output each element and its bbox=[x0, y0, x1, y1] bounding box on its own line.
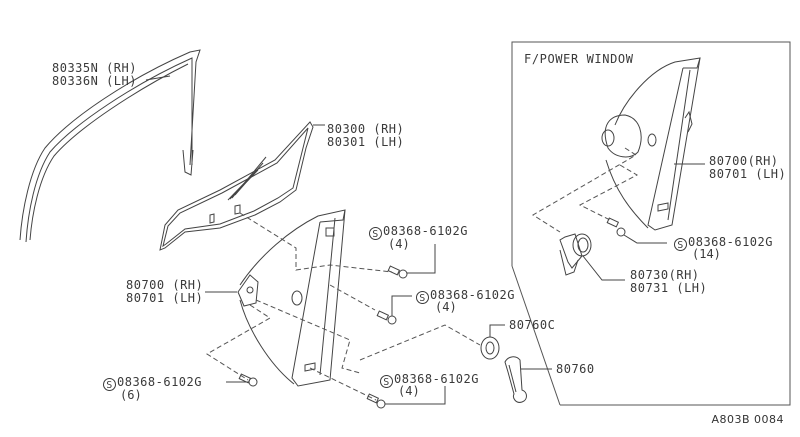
leader-line bbox=[490, 325, 505, 337]
leader-line bbox=[146, 76, 170, 80]
diagram-reference-code: A803B 0084 bbox=[711, 413, 784, 426]
sash-seal-label-lh: 80336N (LH) bbox=[52, 74, 137, 88]
bolt-c-qty: (6) bbox=[120, 388, 142, 402]
door-glass-label-rh: 80300 (RH) bbox=[327, 122, 405, 136]
inset-title: F/POWER WINDOW bbox=[524, 52, 634, 66]
leader-line bbox=[583, 256, 625, 280]
bolt-c-number: 08368-6102G bbox=[117, 375, 202, 389]
bolt-power-number: 08368-6102G bbox=[688, 235, 773, 249]
bolt-a-icon bbox=[388, 244, 435, 278]
power-regulator-part bbox=[602, 58, 705, 230]
bolt-b-qty: (4) bbox=[435, 300, 457, 314]
door-glass-label-lh: 80301 (LH) bbox=[327, 135, 405, 149]
bolt-b-number: 08368-6102G bbox=[430, 288, 515, 302]
power-regulator-label-rh: 80700(RH) bbox=[709, 154, 779, 168]
inset-frame bbox=[512, 42, 790, 405]
handle-part bbox=[505, 357, 552, 403]
bolt-a-qty: (4) bbox=[388, 237, 410, 251]
standard-part-symbol: S bbox=[103, 378, 116, 391]
escutcheon-label: 80760C bbox=[509, 318, 556, 332]
standard-part-symbol: S bbox=[416, 291, 429, 304]
bolt-a-number: 08368-6102G bbox=[383, 224, 468, 238]
door-glass-part bbox=[160, 122, 325, 250]
sash-seal-part bbox=[20, 50, 200, 242]
inset-assembly-lines bbox=[533, 148, 637, 232]
bolt-icons bbox=[226, 244, 445, 408]
assembly-lines bbox=[207, 213, 480, 400]
motor-part bbox=[560, 234, 625, 280]
bolt-d-qty: (4) bbox=[398, 384, 420, 398]
motor-label-rh: 80730(RH) bbox=[630, 268, 700, 282]
power-regulator-label-lh: 80701 (LH) bbox=[709, 167, 787, 181]
manual-regulator-part bbox=[205, 210, 345, 386]
inset-frame-diagonal bbox=[512, 266, 560, 405]
bolt-b-icon bbox=[377, 296, 412, 324]
escutcheon-part bbox=[481, 325, 505, 359]
bolt-power-icon bbox=[607, 218, 667, 243]
bolt-power-qty: (14) bbox=[692, 247, 721, 261]
bolt-d-number: 08368-6102G bbox=[394, 372, 479, 386]
bolt-c-icon bbox=[226, 374, 257, 386]
standard-part-symbol: S bbox=[380, 375, 393, 388]
sash-seal-label-rh: 80335N (RH) bbox=[52, 61, 137, 75]
bolt-d-icon bbox=[367, 386, 445, 408]
regulator-label-lh: 80701 (LH) bbox=[126, 291, 204, 305]
regulator-label-rh: 80700 (RH) bbox=[126, 278, 204, 292]
standard-part-symbol: S bbox=[674, 238, 687, 251]
motor-label-lh: 80731 (LH) bbox=[630, 281, 708, 295]
handle-label: 80760 bbox=[556, 362, 595, 376]
standard-part-symbol: S bbox=[369, 227, 382, 240]
